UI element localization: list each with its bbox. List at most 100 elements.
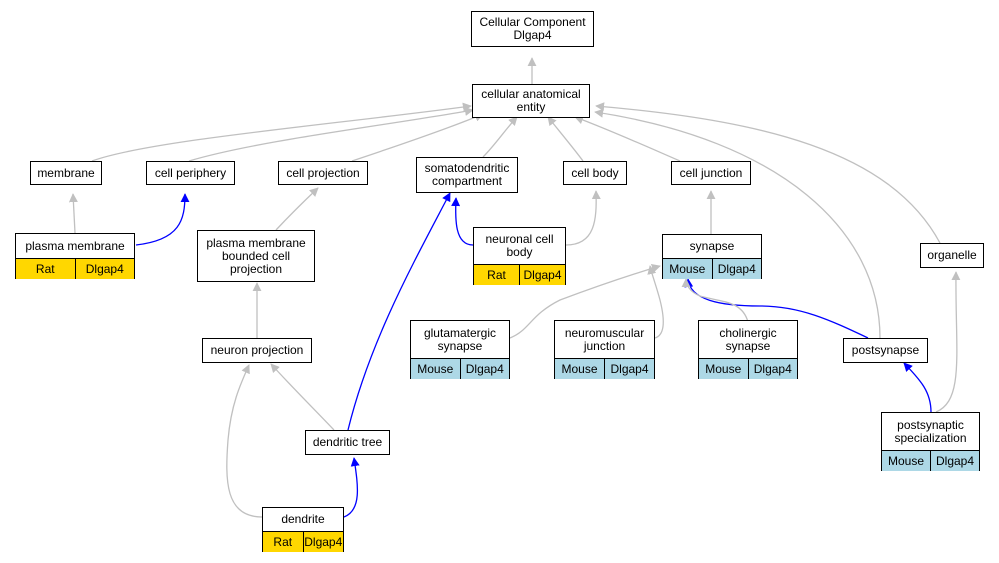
edge-pm-bounded-to-cell-projection: [275, 187, 319, 231]
gene-cell: Dlgap4: [747, 359, 797, 379]
node-label-line: cell body: [571, 165, 619, 180]
node-label-line: postsynaptic: [897, 417, 964, 432]
node-label-line: Cellular Component: [479, 15, 586, 29]
edge-dendrite-to-dendritic-tree: [343, 457, 360, 518]
node-label-line: cell periphery: [154, 165, 227, 180]
node-organelle[interactable]: organelle: [920, 243, 984, 268]
node-label-line: synapse: [725, 338, 771, 353]
node-cell-periphery[interactable]: cell periphery: [146, 161, 235, 185]
annotation-row: Rat Dlgap4: [16, 258, 134, 279]
node-label-line: entity: [516, 100, 546, 114]
annotation-row: Mouse Dlgap4: [411, 358, 509, 379]
species-cell: Rat: [16, 259, 75, 279]
node-label-line: projection: [229, 261, 283, 276]
node-label-line: cholinergic: [719, 325, 777, 340]
node-dendritic-tree[interactable]: dendritic tree: [305, 430, 390, 455]
node-membrane[interactable]: membrane: [30, 161, 102, 185]
node-synapse[interactable]: synapse Mouse Dlgap4: [662, 234, 762, 279]
node-plasma-membrane-bounded-cell-projection[interactable]: plasma membrane bounded cell projection: [197, 230, 315, 282]
node-cell-body[interactable]: cell body: [563, 161, 627, 185]
annotation-row: Mouse Dlgap4: [882, 450, 979, 471]
node-postsynaptic-specialization[interactable]: postsynaptic specialization Mouse Dlgap4: [881, 412, 980, 471]
node-label-line: cell projection: [286, 165, 360, 180]
node-label-line: neuromuscular: [564, 325, 645, 340]
gene-cell: Dlgap4: [74, 259, 134, 279]
node-label-line: bounded cell: [221, 248, 291, 263]
node-neuron-projection[interactable]: neuron projection: [202, 338, 312, 363]
species-cell: Mouse: [663, 259, 712, 279]
edge-somatodendritic-to-cae: [482, 116, 518, 158]
node-label-line: synapse: [437, 338, 483, 353]
node-cellular-component[interactable]: Cellular Component Dlgap4: [471, 11, 594, 47]
edge-cholinergic-to-synapse: [681, 278, 749, 323]
node-label-line: compartment: [431, 174, 503, 188]
node-cellular-anatomical-entity[interactable]: cellular anatomical entity: [472, 84, 590, 118]
edge-neuromuscular-to-synapse: [647, 265, 664, 339]
node-cell-junction[interactable]: cell junction: [671, 161, 751, 185]
edge-organelle-to-cae: [595, 102, 941, 244]
node-postsynapse[interactable]: postsynapse: [843, 338, 928, 363]
annotation-row: Mouse Dlgap4: [663, 258, 761, 279]
species-cell: Rat: [263, 532, 303, 552]
annotation-row: Mouse Dlgap4: [555, 358, 654, 379]
node-label-line: membrane: [37, 165, 95, 180]
edge-cell-junction-to-cae: [574, 115, 681, 162]
species-cell: Mouse: [882, 451, 930, 471]
node-label-line: cellular anatomical: [481, 87, 581, 101]
node-neuromuscular-junction[interactable]: neuromuscular junction Mouse Dlgap4: [554, 320, 655, 379]
node-label-line: neuronal cell: [485, 232, 554, 246]
edge-cell-body-to-cae: [547, 116, 584, 162]
edge-neuronal-cell-body-to-somatodendritic: [451, 197, 474, 246]
edge-dendrite-to-neuron-projection: [226, 364, 263, 518]
edge-postsynaptic-spec-to-postsynapse: [903, 362, 932, 413]
edge-organelle-to-postsynaptic-spec: [935, 271, 961, 413]
node-label-line: neuron projection: [210, 343, 304, 357]
species-cell: Mouse: [699, 359, 748, 379]
node-cholinergic-synapse[interactable]: cholinergic synapse Mouse Dlgap4: [698, 320, 798, 379]
node-label-line: postsynapse: [851, 343, 920, 357]
node-label-line: junction: [583, 338, 626, 353]
node-label-line: plasma membrane: [25, 238, 125, 253]
node-somatodendritic-compartment[interactable]: somatodendritic compartment: [416, 157, 518, 193]
node-label-line: Dlgap4: [513, 28, 552, 42]
gene-cell: Dlgap4: [604, 359, 654, 379]
gene-cell: Dlgap4: [459, 359, 509, 379]
annotation-row: Rat Dlgap4: [474, 264, 565, 285]
gene-cell: Dlgap4: [711, 259, 761, 279]
edge-cell-periphery-to-cae: [188, 107, 474, 162]
node-cell-projection[interactable]: cell projection: [278, 161, 368, 185]
node-label-line: plasma membrane: [206, 235, 306, 250]
node-label-line: cell junction: [679, 165, 743, 180]
edge-dendritic-tree-to-neuron-projection: [270, 363, 335, 431]
node-plasma-membrane[interactable]: plasma membrane Rat Dlgap4: [15, 233, 135, 279]
node-label-line: synapse: [689, 239, 735, 253]
node-label-line: glutamatergic: [423, 325, 497, 340]
annotation-row: Mouse Dlgap4: [699, 358, 797, 379]
node-label-line: body: [506, 245, 533, 259]
node-label-line: organelle: [927, 248, 977, 262]
edge-plasma-membrane-to-membrane: [68, 193, 78, 234]
node-label-line: somatodendritic: [424, 161, 510, 175]
edge-cell-projection-to-cae: [351, 113, 484, 162]
edge-dendritic-tree-to-somatodendritic: [347, 192, 451, 431]
gene-cell: Dlgap4: [930, 451, 979, 471]
node-dendrite[interactable]: dendrite Rat Dlgap4: [262, 507, 344, 552]
edge-neuronal-cell-body-to-cell-body: [565, 190, 601, 246]
species-cell: Mouse: [555, 359, 604, 379]
node-neuronal-cell-body[interactable]: neuronal cell body Rat Dlgap4: [473, 227, 566, 285]
node-glutamatergic-synapse[interactable]: glutamatergic synapse Mouse Dlgap4: [410, 320, 510, 379]
edge-postsynapse-to-cae: [594, 108, 881, 339]
node-label-line: specialization: [894, 430, 967, 445]
node-label-line: dendrite: [281, 512, 325, 526]
edge-membrane-to-cae: [91, 102, 472, 162]
annotation-row: Rat Dlgap4: [263, 531, 343, 552]
edge-plasma-membrane-to-cell-periphery: [135, 193, 190, 246]
species-cell: Rat: [474, 265, 519, 285]
species-cell: Mouse: [411, 359, 460, 379]
gene-cell: Dlgap4: [302, 532, 343, 552]
node-label-line: dendritic tree: [312, 435, 383, 449]
edge-glutamatergic-to-synapse: [509, 264, 661, 339]
gene-cell: Dlgap4: [519, 265, 565, 285]
